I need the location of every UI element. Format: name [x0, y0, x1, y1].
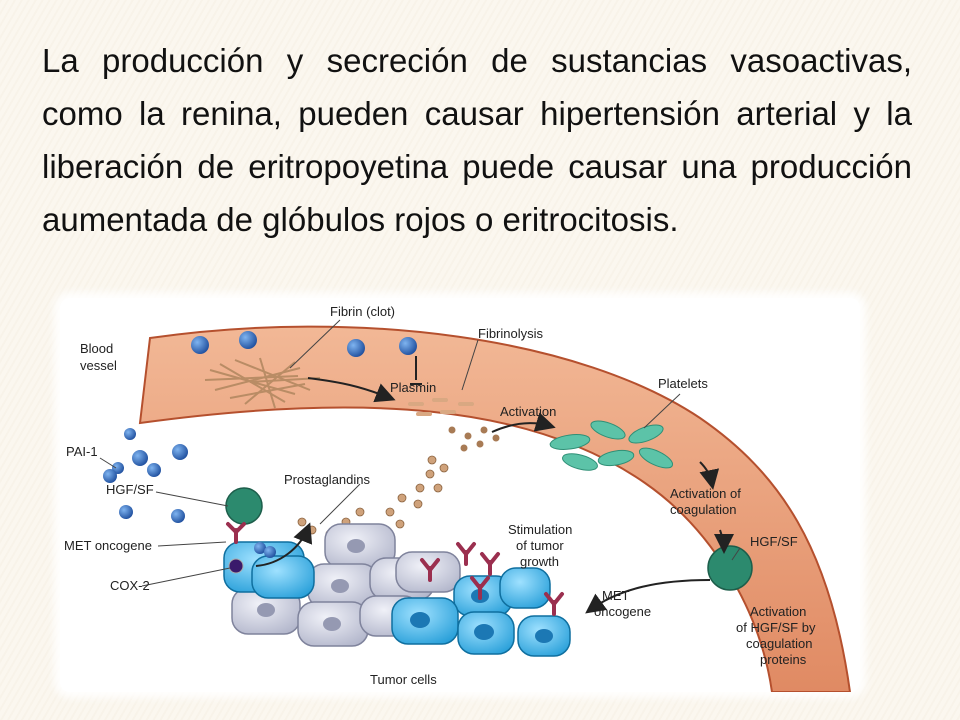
hgfsf-left-molecule — [225, 487, 263, 525]
label-plasmin: Plasmin — [390, 380, 436, 395]
label-leaders — [99, 319, 741, 587]
label-prostaglandins: Prostaglandins — [284, 472, 370, 487]
blood-vessel-shape — [138, 325, 852, 692]
prostaglandin-molecules — [297, 455, 449, 539]
slide-body-text: La producción y secreción de sustancias … — [42, 42, 912, 238]
grey-nuclei — [257, 539, 365, 631]
label-met-right-2: oncogene — [594, 604, 651, 619]
label-stimulation-2: of tumor — [516, 538, 564, 553]
tumor-nuclei — [410, 589, 553, 643]
diagram-svg: Blood vessel Fibrin (clot) Fibrinolysis … — [64, 304, 852, 692]
label-activation-coag-1: Activation of — [670, 486, 741, 501]
label-tumor-cells: Tumor cells — [370, 672, 437, 687]
label-act-hgf-4: proteins — [760, 652, 807, 667]
label-platelets: Platelets — [658, 376, 708, 391]
label-blood-vessel-2: vessel — [80, 358, 117, 373]
pathway-arrows — [255, 356, 734, 614]
label-act-hgf-3: coagulation — [746, 636, 813, 651]
label-met-right-1: MET — [602, 588, 630, 603]
label-activation-coag-2: coagulation — [670, 502, 737, 517]
label-stimulation-3: growth — [520, 554, 559, 569]
label-fibrin: Fibrin (clot) — [330, 304, 395, 319]
blood-cells — [191, 331, 417, 357]
platelets — [549, 420, 674, 471]
label-fibrinolysis: Fibrinolysis — [478, 326, 544, 341]
label-activation: Activation — [500, 404, 556, 419]
label-hgfsf-right: HGF/SF — [750, 534, 798, 549]
label-act-hgf-1: Activation — [750, 604, 806, 619]
label-act-hgf-2: of HGF/SF by — [736, 620, 816, 635]
label-pai1: PAI-1 — [66, 444, 98, 459]
label-blood-vessel-1: Blood — [80, 341, 113, 356]
label-hgfsf-left: HGF/SF — [106, 482, 154, 497]
tumor-cells-blue — [223, 541, 571, 657]
label-stimulation-1: Stimulation — [508, 522, 572, 537]
receptor-bound-dot-2 — [264, 546, 276, 558]
activation-particles — [448, 426, 500, 452]
cox2-molecule — [228, 558, 244, 574]
fibrin-clot — [204, 357, 321, 409]
hgfsf-right-molecule — [707, 545, 753, 591]
label-met-oncogene-left: MET oncogene — [64, 538, 152, 553]
met-receptors — [226, 522, 564, 616]
pai1-molecules — [103, 428, 188, 523]
receptor-bound-dot — [254, 542, 266, 554]
plasmin-fragments — [408, 398, 474, 416]
label-cox2: COX-2 — [110, 578, 150, 593]
tumor-coagulation-diagram: Blood vessel Fibrin (clot) Fibrinolysis … — [60, 298, 860, 692]
